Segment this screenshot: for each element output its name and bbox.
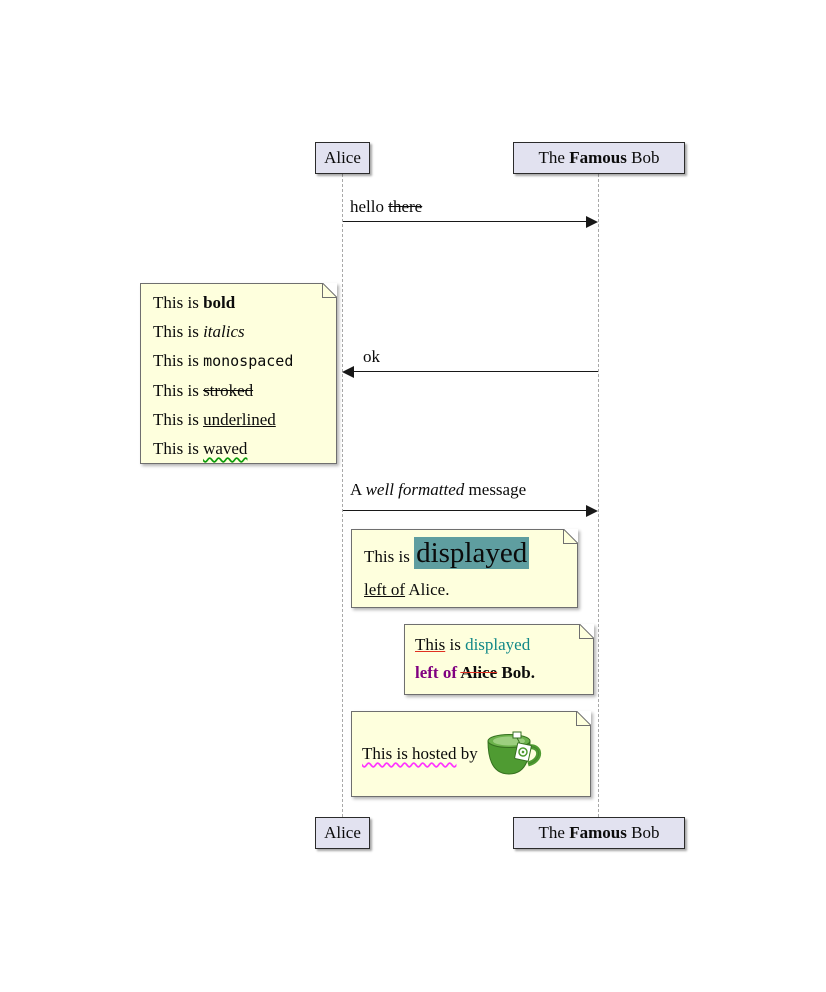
note-line-italics: This is italics [153, 317, 324, 346]
lifeline-alice [342, 174, 343, 817]
message-hello-label: hello there [350, 197, 422, 217]
participant-alice-top: Alice [315, 142, 370, 174]
note-fold-icon [576, 711, 591, 726]
line-pre: This is [153, 439, 204, 458]
line-post: Alice. [405, 580, 450, 599]
note-hosted: This is hosted by [351, 711, 591, 797]
message-ok-text: ok [363, 347, 380, 366]
note-line: left of Alice. [364, 577, 565, 603]
message-formatted-post: message [464, 480, 527, 499]
styled-stroked: stroked [203, 381, 254, 400]
line-pre: This is [153, 410, 204, 429]
message-formatted-pre: A [350, 480, 366, 499]
bob-label-famous: Famous [569, 823, 627, 842]
participant-bob-label: The Famous Bob [539, 823, 660, 843]
message-ok-label: ok [363, 347, 380, 367]
participant-bob-top: The Famous Bob [513, 142, 685, 174]
line-post: Bob. [497, 663, 535, 682]
participant-bob-bottom: The Famous Bob [513, 817, 685, 849]
message-hello-struck: there [388, 197, 423, 216]
lifeline-bob [598, 174, 599, 817]
arrowhead-right-icon [586, 216, 598, 228]
participant-alice-label: Alice [324, 148, 361, 167]
underlined-text: left of [364, 580, 406, 599]
pink-wavy-text: This is hosted [362, 744, 457, 763]
red-struck-text: Alice [460, 663, 498, 682]
note-fold-icon [563, 529, 578, 544]
note-line-bold: This is bold [153, 288, 324, 317]
bob-label-pre: The [538, 823, 570, 842]
note-fold-icon [579, 624, 594, 639]
styled-italics: italics [203, 322, 245, 341]
bob-label-post: Bob [626, 148, 660, 167]
note-line-stroked: This is stroked [153, 376, 324, 405]
message-formatted-label: A well formatted message [350, 480, 526, 500]
highlighted-big-text: displayed [414, 537, 530, 569]
note-line-waved: This is waved [153, 434, 324, 463]
note-left-of-alice: This is displayed left of Alice. [351, 529, 578, 608]
participant-bob-label: The Famous Bob [539, 148, 660, 168]
note-fold-icon [322, 283, 337, 298]
arrowhead-left-icon [342, 366, 354, 378]
line-pre: This is [364, 547, 415, 566]
line-pre: This is [153, 322, 204, 341]
note-formatting: This is bold This is italics This is mon… [140, 283, 337, 464]
message-hello-pre: hello [350, 197, 389, 216]
note-line-underlined: This is underlined [153, 405, 324, 434]
note-line: left of Alice Bob. [415, 659, 583, 687]
participant-alice-label: Alice [324, 823, 361, 842]
teacup-icon [487, 731, 541, 775]
participant-alice-bottom: Alice [315, 817, 370, 849]
bob-label-post: Bob [626, 823, 660, 842]
bob-label-pre: The [538, 148, 570, 167]
message-ok-line [353, 371, 598, 372]
line-mid: is [445, 635, 466, 654]
styled-bold: bold [203, 293, 236, 312]
message-formatted-italic: well formatted [365, 480, 465, 499]
styled-waved: waved [203, 439, 248, 458]
line-post: by [456, 744, 478, 763]
styled-underlined: underlined [203, 410, 276, 429]
styled-monospaced: monospaced [203, 352, 294, 370]
hosted-text: This is hosted by [362, 744, 478, 764]
line-pre: This is [153, 351, 204, 370]
red-underlined-text: This [415, 635, 446, 654]
note-left-of-bob: This is displayed left of Alice Bob. [404, 624, 594, 695]
purple-text: left of [415, 663, 458, 682]
message-formatted-line [343, 510, 586, 511]
line-pre: This is [153, 293, 204, 312]
message-hello-line [343, 221, 586, 222]
bob-label-famous: Famous [569, 148, 627, 167]
note-line: This is displayed [415, 631, 583, 659]
teal-text: displayed [465, 635, 531, 654]
note-line-monospaced: This is monospaced [153, 346, 324, 376]
note-line: This is displayed [364, 533, 565, 577]
arrowhead-right-icon [586, 505, 598, 517]
line-pre: This is [153, 381, 204, 400]
